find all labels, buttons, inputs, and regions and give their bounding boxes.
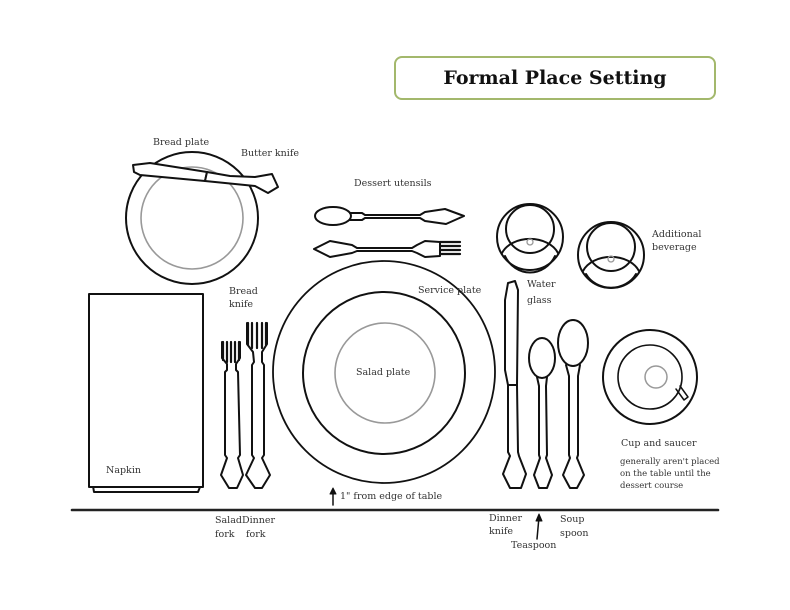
label-bread-knife-2: knife [229,299,254,310]
water-glass-icon [496,203,564,274]
butter-knife-icon [132,162,279,194]
label-salad-plate: Salad plate [356,367,411,378]
dinner-fork-icon [245,321,271,489]
label-soup-spoon-1: Soup [560,514,585,525]
label-napkin: Napkin [106,465,141,476]
label-water-glass-1: Water [527,279,556,290]
label-cup-note-3: dessert course [620,481,684,491]
label-bread-plate: Bread plate [153,137,210,148]
edge-arrow-icon [329,487,337,506]
label-service-plate: Service plate [418,285,482,296]
label-cup-note-2: on the table until the [620,469,711,479]
dessert-fork-icon [313,240,462,258]
label-dinner-fork-1: Dinner [242,515,276,526]
label-edge-note: 1" from edge of table [340,491,443,502]
service-plate-icon [272,260,496,484]
label-cup-and-saucer: Cup and saucer [621,438,697,449]
napkin-icon [88,293,204,493]
label-additional-beverage-2: beverage [652,242,697,253]
bread-plate-icon [125,151,259,285]
title-box: Formal Place Setting [394,56,716,100]
teaspoon-arrow-icon [535,513,543,540]
label-dessert-utensils: Dessert utensils [354,178,432,189]
salad-fork-icon [220,340,244,489]
label-salad-fork-1: Salad [215,515,242,526]
teaspoon-icon [528,337,556,489]
salad-plate-icon [334,322,436,424]
label-teaspoon: Teaspoon [511,540,557,551]
label-bread-knife-1: Bread [229,286,258,297]
label-dinner-knife-2: knife [489,526,514,537]
label-cup-note-1: generally aren't placed [620,457,720,467]
page-title: Formal Place Setting [443,67,667,89]
beverage-glass-icon [577,221,645,289]
label-butter-knife: Butter knife [241,148,299,159]
soup-spoon-icon [557,319,589,489]
label-dinner-knife-1: Dinner [489,513,523,524]
label-dinner-fork-2: fork [246,529,266,540]
cup-saucer-icon [602,329,698,425]
label-soup-spoon-2: spoon [560,528,589,539]
label-water-glass-2: glass [527,295,552,306]
dessert-spoon-icon [314,206,465,226]
label-additional-beverage-1: Additional [652,229,702,240]
dinner-knife-icon [502,280,527,489]
label-salad-fork-2: fork [215,529,235,540]
